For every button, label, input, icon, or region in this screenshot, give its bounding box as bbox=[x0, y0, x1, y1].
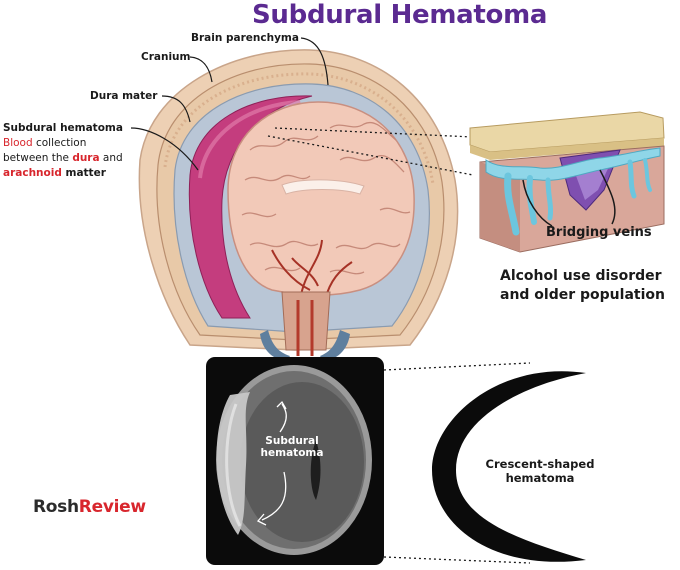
hematoma-layer bbox=[188, 95, 313, 319]
roshreview-logo: RoshReview bbox=[33, 497, 146, 517]
label-dura: dura bbox=[72, 152, 100, 164]
label-subdural-hematoma: Subdural hematoma bbox=[3, 122, 123, 134]
label-arachnoid: arachnoid bbox=[3, 167, 62, 179]
logo-part1: Rosh bbox=[33, 497, 79, 517]
label-blood-collection: Blood collection bbox=[3, 137, 86, 149]
ct-scan-image bbox=[206, 357, 384, 565]
ct-label-line2: hematoma bbox=[260, 447, 324, 459]
ct-label-line1: Subdural bbox=[265, 435, 319, 447]
head-cross-section-illustration bbox=[138, 49, 459, 362]
crescent-shape bbox=[432, 371, 586, 562]
label-between-the: between the bbox=[3, 152, 73, 164]
label-bridging-veins: Bridging veins bbox=[546, 225, 652, 240]
crescent-label-line2: hematoma bbox=[505, 471, 575, 485]
logo-part2: Review bbox=[78, 497, 146, 517]
label-between-dura: between the dura and bbox=[3, 152, 123, 164]
label-arachnoid-matter: arachnoid matter bbox=[3, 167, 106, 179]
label-cranium: Cranium bbox=[141, 51, 191, 63]
callout-lines bbox=[130, 37, 474, 176]
brainstem bbox=[281, 291, 331, 351]
label-matter: matter bbox=[61, 167, 106, 179]
bridging-veins-inset bbox=[469, 111, 665, 253]
neck-arteries bbox=[296, 300, 314, 356]
label-risk-line2: and older population bbox=[500, 287, 665, 303]
label-brain-parenchyma: Brain parenchyma bbox=[191, 32, 299, 44]
label-collection: collection bbox=[32, 137, 87, 149]
corpus-callosum bbox=[281, 179, 365, 195]
label-dura-mater: Dura mater bbox=[90, 90, 158, 102]
page-title: Subdural Hematoma bbox=[252, 0, 548, 30]
neck-vein bbox=[320, 330, 350, 362]
ct-label: Subdural hematoma bbox=[252, 435, 332, 459]
label-risk-line1: Alcohol use disorder bbox=[500, 268, 662, 284]
crescent-label: Crescent-shaped hematoma bbox=[480, 457, 600, 485]
jugular-vein bbox=[260, 330, 290, 362]
label-blood: Blood bbox=[3, 137, 33, 149]
ct-connector-lines bbox=[383, 362, 531, 564]
label-and: and bbox=[99, 152, 123, 164]
crescent-label-line1: Crescent-shaped bbox=[485, 457, 595, 471]
